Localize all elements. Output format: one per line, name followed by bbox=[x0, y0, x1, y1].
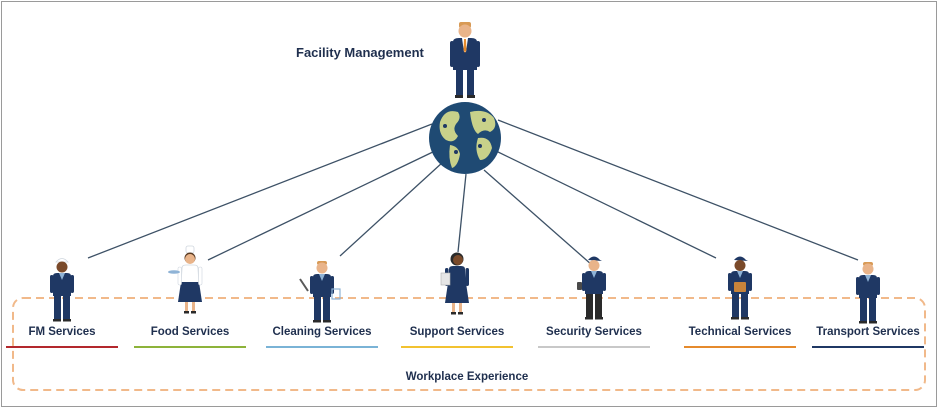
chef-person-icon bbox=[168, 245, 203, 314]
facility-management-title: Facility Management bbox=[296, 45, 425, 60]
technician-person-icon bbox=[728, 256, 752, 320]
connector-line bbox=[207, 149, 438, 261]
connector-lines bbox=[87, 119, 859, 266]
service-label: Technical Services bbox=[689, 326, 792, 338]
service-label: Cleaning Services bbox=[272, 326, 371, 338]
connector-line bbox=[493, 149, 717, 259]
service-label: Food Services bbox=[151, 326, 230, 338]
connector-line bbox=[87, 123, 433, 259]
cleaner-person-icon bbox=[299, 261, 341, 323]
workplace-experience-outline bbox=[12, 297, 926, 391]
service-label: Security Services bbox=[546, 326, 642, 338]
receptionist-person-icon bbox=[440, 252, 469, 315]
service-label: Transport Services bbox=[816, 326, 920, 338]
connector-line bbox=[339, 161, 444, 257]
service-label: FM Services bbox=[28, 326, 95, 338]
globe-icon bbox=[429, 102, 501, 174]
connector-line bbox=[457, 173, 467, 253]
driver-person-icon bbox=[856, 262, 880, 324]
workplace-experience-label: Workplace Experience bbox=[406, 371, 529, 383]
connector-line bbox=[497, 119, 859, 261]
security-guard-person-icon bbox=[577, 256, 606, 320]
connector-line bbox=[483, 169, 593, 266]
service-label: Support Services bbox=[410, 326, 505, 338]
service-list: FM Services Food Services Cleaning Service… bbox=[6, 245, 924, 348]
worker-cap-person-icon bbox=[50, 258, 74, 322]
manager-person-icon bbox=[450, 22, 480, 98]
